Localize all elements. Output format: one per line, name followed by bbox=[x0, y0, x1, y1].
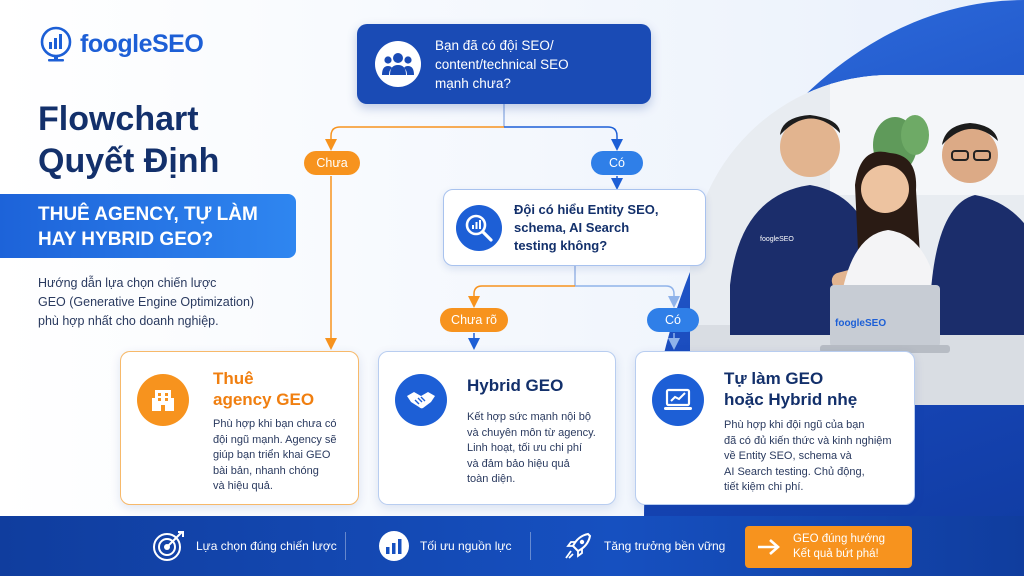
building-icon bbox=[137, 374, 189, 426]
question-line: Đội có hiểu Entity SEO, bbox=[514, 201, 659, 217]
outcome-line: đội ngũ mạnh. Agency sẽ bbox=[213, 433, 337, 446]
arrow-right-icon bbox=[758, 539, 780, 555]
subtitle-banner: THUÊ AGENCY, TỰ LÀM HAY HYBRID GEO? bbox=[0, 194, 296, 258]
outcome-title: Tự làm GEO hoặc Hybrid nhẹ bbox=[724, 368, 857, 410]
bar-chart-icon bbox=[379, 531, 409, 561]
description-line: GEO (Generative Engine Optimization) bbox=[38, 295, 255, 309]
question-line: testing không? bbox=[514, 237, 608, 253]
cta-label: GEO đúng hướng Kết quả bứt phá! bbox=[793, 532, 885, 562]
cta-button[interactable]: GEO đúng hướng Kết quả bứt phá! bbox=[745, 526, 912, 568]
branch-label-yes: Có bbox=[591, 151, 643, 175]
rocket-icon bbox=[565, 532, 592, 559]
decision-question: Đội có hiểu Entity SEO, schema, AI Searc… bbox=[514, 201, 658, 255]
outcome-line: đã có đủ kiến thức và kinh nghiệm bbox=[724, 434, 892, 447]
outcome-title-line: Tự làm GEO bbox=[724, 369, 824, 388]
footer-label: Tối ưu nguồn lực bbox=[420, 539, 512, 553]
page-title-line-1: Flowchart bbox=[38, 100, 199, 138]
handshake-icon bbox=[395, 374, 447, 426]
outcome-title: Thuê agency GEO bbox=[213, 368, 314, 410]
question-line: content/technical SEO bbox=[435, 56, 569, 72]
footer-item-growth: Tăng trưởng bền vững bbox=[562, 528, 725, 564]
footer-divider bbox=[530, 532, 531, 560]
footer-label: Tăng trưởng bền vững bbox=[604, 539, 726, 553]
outcome-card-agency[interactable]: Thuê agency GEO Phù hợp khi bạn chưa có … bbox=[120, 351, 359, 505]
subtitle-line-2: HAY HYBRID GEO? bbox=[38, 229, 214, 250]
outcome-line: tiết kiệm chi phí. bbox=[724, 481, 804, 493]
search-analytics-icon bbox=[456, 204, 502, 251]
outcome-line: giúp bạn triển khai GEO bbox=[213, 449, 331, 461]
question-line: schema, AI Search bbox=[514, 219, 630, 235]
footer-bar: Lựa chọn đúng chiến lược Tối ưu nguồn lự… bbox=[0, 516, 1024, 576]
outcome-title-line: Hybrid GEO bbox=[467, 376, 564, 395]
description-line: Hướng dẫn lựa chọn chiến lược bbox=[38, 276, 217, 290]
outcome-line: toàn diện. bbox=[467, 473, 516, 485]
question-line: Bạn đã có đội SEO/ bbox=[435, 37, 554, 53]
outcome-description: Phù hợp khi đội ngũ của bạn đã có đủ kiế… bbox=[724, 418, 892, 496]
subtitle-line-1: THUÊ AGENCY, TỰ LÀM bbox=[38, 204, 258, 225]
footer-divider bbox=[345, 532, 346, 560]
outcome-line: AI Search testing. Chủ động, bbox=[724, 465, 865, 478]
decision-node-entity-seo[interactable]: Đội có hiểu Entity SEO, schema, AI Searc… bbox=[443, 189, 706, 266]
outcome-card-self[interactable]: Tự làm GEO hoặc Hybrid nhẹ Phù hợp khi đ… bbox=[635, 351, 915, 505]
outcome-title-line: hoặc Hybrid nhẹ bbox=[724, 390, 858, 409]
cta-line: GEO đúng hướng bbox=[793, 533, 885, 545]
laptop-logo: foogleSEO bbox=[835, 318, 887, 329]
brand-logo[interactable]: foogleSEO bbox=[38, 26, 204, 62]
outcome-line: về Entity SEO, schema và bbox=[724, 450, 852, 462]
outcome-line: và đảm bảo hiệu quả bbox=[467, 457, 570, 470]
outcome-line: Phù hợp khi đội ngũ của bạn bbox=[724, 419, 865, 431]
outcome-line: và chuyên môn từ agency. bbox=[467, 426, 596, 439]
target-icon bbox=[153, 531, 184, 561]
outcome-title-line: Thuê bbox=[213, 369, 254, 388]
description-line: phù hợp nhất cho doanh nghiệp. bbox=[38, 314, 219, 328]
connector-q2-yes bbox=[575, 285, 680, 308]
question-line: mạnh chưa? bbox=[435, 75, 511, 91]
cta-line: Kết quả bứt phá! bbox=[793, 548, 879, 560]
outcome-description: Kết hợp sức mạnh nội bộ và chuyên môn từ… bbox=[467, 410, 596, 488]
page-title-line-2: Quyết Định bbox=[38, 142, 220, 180]
outcome-line: Phù hợp khi bạn chưa có bbox=[213, 418, 337, 430]
outcome-card-hybrid[interactable]: Hybrid GEO Kết hợp sức mạnh nội bộ và ch… bbox=[378, 351, 616, 505]
outcome-description: Phù hợp khi bạn chưa có đội ngũ mạnh. Ag… bbox=[213, 417, 337, 495]
laptop-chart-icon bbox=[652, 374, 704, 426]
connector-q1-no bbox=[325, 126, 504, 151]
team-icon bbox=[375, 41, 421, 87]
footer-label: Lựa chọn đúng chiến lược bbox=[196, 539, 337, 553]
decision-question: Bạn đã có đội SEO/ content/technical SEO… bbox=[435, 36, 569, 93]
branch-label-no: Chưa bbox=[304, 151, 360, 175]
outcome-line: và hiệu quả. bbox=[213, 480, 273, 492]
globe-chart-icon bbox=[40, 26, 72, 62]
team-photo bbox=[690, 75, 1024, 405]
footer-item-resources: Tối ưu nguồn lực bbox=[378, 528, 511, 564]
outcome-line: Linh hoạt, tối ưu chi phí bbox=[467, 442, 582, 454]
connector-q1-yes bbox=[504, 126, 623, 151]
outcome-title-line: agency GEO bbox=[213, 390, 315, 409]
outcome-line: bài bản, nhanh chóng bbox=[213, 464, 319, 477]
description: Hướng dẫn lựa chọn chiến lược GEO (Gener… bbox=[38, 274, 298, 331]
branch-label-yes-2: Có bbox=[647, 308, 699, 332]
shirt-logo: foogleSEO bbox=[760, 236, 794, 243]
outcome-line: Kết hợp sức mạnh nội bộ bbox=[467, 411, 592, 423]
outcome-title: Hybrid GEO bbox=[467, 375, 563, 396]
brand-name: foogleSEO bbox=[80, 29, 204, 58]
connector-q2-unsure bbox=[468, 285, 575, 308]
decision-node-seo-team[interactable]: Bạn đã có đội SEO/ content/technical SEO… bbox=[357, 24, 651, 104]
footer-item-strategy: Lựa chọn đúng chiến lược bbox=[152, 528, 337, 564]
branch-label-unsure: Chưa rõ bbox=[440, 308, 508, 332]
